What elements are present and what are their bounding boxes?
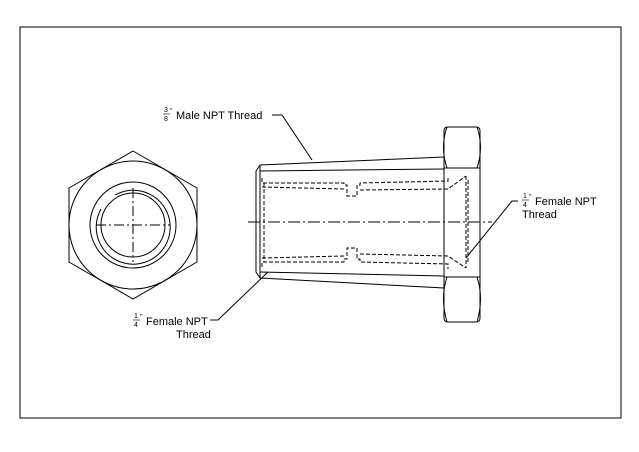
side-view — [210, 114, 518, 323]
label-male-npt: 3 8 " Male NPT Thread — [163, 107, 262, 123]
label-female-left: 1 4 " Female NPT Thread — [133, 313, 211, 341]
right-bore-top-hidden — [359, 175, 467, 191]
hex-outline — [68, 150, 198, 300]
end-view — [68, 150, 198, 300]
flange-chamfer-top-r — [476, 126, 481, 169]
body-inner-left-top — [259, 168, 445, 172]
female-right-line2: Thread — [522, 209, 557, 221]
left-bore-bottom-hidden — [261, 247, 449, 269]
female-right-line1: Female NPT — [535, 196, 597, 208]
male-npt-fraction-num: 3 — [164, 107, 168, 114]
outer-thread-circle — [89, 181, 177, 269]
male-npt-inch-mark: " — [170, 108, 173, 115]
drawing-border — [19, 26, 622, 419]
left-bore-thread-bottom — [261, 255, 345, 259]
female-left-inch-mark: " — [140, 314, 143, 321]
female-right-fraction-num: 1 — [523, 193, 527, 200]
body-inner-left-bottom — [259, 271, 445, 277]
thread-arc — [95, 189, 171, 265]
female-left-fraction-num: 1 — [134, 313, 138, 320]
hex-flange-outline — [443, 126, 481, 323]
female-right-inch-mark: " — [529, 194, 532, 201]
male-npt-text: Male NPT Thread — [176, 110, 262, 122]
female-left-fraction-den: 4 — [134, 322, 138, 329]
body-bottom-taper — [259, 277, 445, 289]
leader-male-npt — [272, 114, 313, 161]
left-bore-top-hidden — [261, 176, 449, 197]
male-npt-fraction-den: 8 — [164, 116, 168, 123]
female-left-line2: Thread — [176, 329, 211, 341]
leader-female-left — [210, 271, 269, 321]
leader-female-right — [465, 200, 518, 259]
right-bore-bottom-hidden — [359, 253, 467, 269]
flange-chamfer-bot — [443, 276, 448, 323]
flange-chamfer-top — [443, 126, 448, 169]
flange-chamfer-bot-r — [476, 276, 481, 323]
female-right-fraction-den: 4 — [523, 202, 527, 209]
left-bore-thread-top — [261, 186, 345, 190]
body-top-taper — [259, 156, 445, 166]
hex-chamfer-circle — [68, 160, 198, 290]
female-left-line1: Female NPT — [146, 316, 208, 328]
label-female-right: 1 4 " Female NPT Thread — [522, 193, 597, 221]
